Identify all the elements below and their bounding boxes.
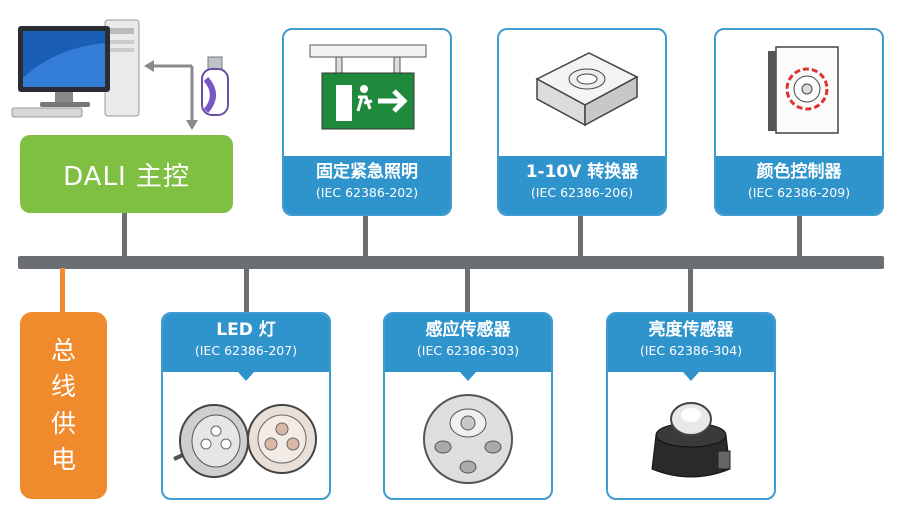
bottom-3-bus-connector [688,268,693,312]
dali-master-box: DALI 主控 [20,135,233,213]
top-1-bus-connector [363,213,368,257]
device-name: 亮度传感器 [648,320,734,340]
device-name: 颜色控制器 [756,162,842,182]
dimmer-module-icon [499,34,665,144]
device-standard: (IEC 62386-202) [315,185,419,200]
device-label-band: 感应传感器 (IEC 62386-303) [385,314,551,372]
master-bus-connector [122,213,127,257]
exit-sign-icon [284,34,450,144]
top-2-bus-connector [578,213,583,257]
top-3-bus-connector [797,213,802,257]
device-label-band: 亮度传感器 (IEC 62386-304) [608,314,774,372]
device-name: LED 灯 [216,320,276,340]
bus-power-char: 总 [50,336,76,365]
connection-arrow [144,60,198,130]
device-card-led-lamp: LED 灯 (IEC 62386-207) [161,312,331,500]
usb-drive-icon [198,55,238,117]
dali-bus-line [18,256,884,269]
device-standard: (IEC 62386-209) [747,185,851,200]
card-pointer [460,372,476,381]
device-card-emergency-lighting: 固定紧急照明 (IEC 62386-202) [282,28,452,216]
bottom-2-bus-connector [465,268,470,312]
light-sensor-icon [608,384,774,494]
bottom-1-bus-connector [244,268,249,312]
device-standard: (IEC 62386-206) [530,185,634,200]
device-card-occupancy-sensor: 感应传感器 (IEC 62386-303) [383,312,553,500]
bus-power-char: 线 [50,372,76,402]
occupancy-sensor-icon [385,384,551,494]
device-label-band: 颜色控制器 (IEC 62386-209) [716,156,882,214]
device-standard: (IEC 62386-207) [194,343,298,358]
bus-power-char: 电 [50,444,76,474]
device-standard: (IEC 62386-303) [416,343,520,358]
bus-power-char: 供 [50,408,76,438]
device-name: 感应传感器 [425,320,511,340]
device-label-band: 固定紧急照明 (IEC 62386-202) [284,156,450,214]
device-name: 1-10V 转换器 [525,162,639,182]
device-card-color-controller: 颜色控制器 (IEC 62386-209) [714,28,884,216]
device-name: 固定紧急照明 [316,162,418,182]
dali-master-label: DALI 主控 [63,161,190,192]
card-pointer [238,372,254,381]
device-label-band: LED 灯 (IEC 62386-207) [163,314,329,372]
card-pointer [683,372,699,381]
device-card-1-10v-converter: 1-10V 转换器 (IEC 62386-206) [497,28,667,216]
color-controller-icon [716,34,882,144]
bus-power-box: 总 线 供 电 [20,312,107,499]
computer-icon [10,18,140,120]
power-bus-connector [60,268,65,313]
device-standard: (IEC 62386-304) [639,343,743,358]
device-card-light-sensor: 亮度传感器 (IEC 62386-304) [606,312,776,500]
device-label-band: 1-10V 转换器 (IEC 62386-206) [499,156,665,214]
led-lamp-icon [163,384,329,494]
